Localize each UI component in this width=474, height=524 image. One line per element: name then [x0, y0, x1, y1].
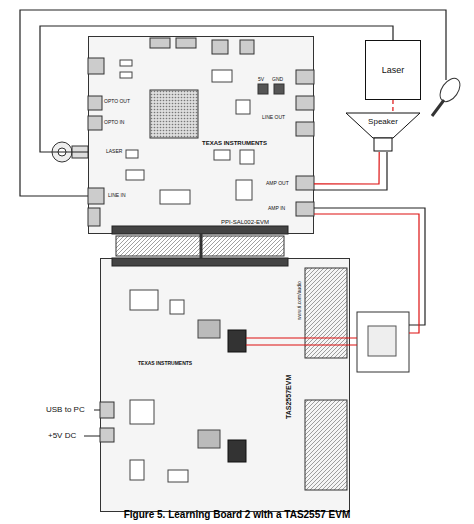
component — [160, 190, 190, 204]
wire-connector — [392, 100, 393, 112]
connector — [176, 38, 196, 48]
output-terminal — [228, 440, 246, 462]
component — [120, 72, 132, 78]
board-label: AMP IN — [268, 205, 285, 211]
component — [170, 300, 184, 314]
jack — [88, 58, 104, 74]
board-label: +5V DC — [48, 431, 76, 440]
speaker-shape: Speaker — [345, 112, 421, 152]
output-terminal — [228, 330, 246, 352]
component — [126, 150, 138, 158]
terminal — [274, 84, 284, 94]
header — [112, 226, 288, 234]
board-label: TEXAS INSTRUMENTS — [138, 360, 192, 366]
power-jack — [100, 428, 114, 442]
board-label: GND — [272, 76, 283, 82]
component — [130, 400, 154, 424]
amplifier-chip — [198, 430, 220, 448]
wire-connector — [314, 152, 379, 184]
connector — [150, 38, 170, 48]
speaker-pad — [305, 400, 347, 490]
board-label: OPTO IN — [104, 119, 124, 125]
amp-in-wire — [314, 214, 419, 333]
component — [240, 150, 254, 164]
amp-in-connector — [296, 202, 314, 216]
bnc-connector — [72, 146, 88, 158]
output-wire — [246, 344, 357, 345]
microphone-handle — [432, 100, 444, 116]
bnc-connector — [52, 142, 72, 162]
usb-connector — [100, 402, 114, 418]
connector — [296, 70, 314, 84]
node-text: Laser — [366, 41, 420, 99]
component — [212, 70, 232, 82]
laser-box: Laser — [365, 40, 421, 100]
connector — [296, 122, 314, 136]
line-in-jack — [88, 188, 104, 204]
speaker-wire — [314, 152, 387, 190]
board-label: TEXAS INSTRUMENTS — [202, 140, 267, 146]
small-board — [357, 312, 409, 372]
figure-caption: Figure 5. Learning Board 2 with a TAS255… — [0, 509, 474, 520]
speaker-cone — [346, 113, 420, 138]
component — [130, 460, 144, 480]
component — [120, 60, 132, 66]
node-text: Speaker — [345, 117, 421, 126]
usb-lead — [94, 410, 100, 411]
amplifier-chip — [198, 320, 220, 338]
connector — [296, 96, 314, 110]
wire-connector — [200, 234, 203, 258]
board-label: www.ti.com/audio — [296, 281, 302, 320]
opto-jack — [88, 116, 102, 130]
output-wire — [246, 337, 357, 338]
board-label: 5V — [258, 76, 264, 82]
board-label: LINE IN — [108, 192, 126, 198]
component — [214, 150, 230, 160]
connector — [88, 208, 100, 226]
board-label: LASER — [106, 148, 122, 154]
component — [130, 290, 158, 310]
component — [236, 100, 250, 114]
ribbon-cable — [116, 236, 284, 256]
header — [112, 258, 288, 266]
bnc-connector — [58, 148, 66, 156]
processor-chip — [150, 90, 198, 138]
terminal — [258, 84, 268, 94]
node-text: TAS2557EVM — [285, 375, 292, 419]
microphone-head — [436, 75, 464, 105]
board-label: USB to PC — [46, 405, 85, 414]
opto-jack — [88, 96, 102, 110]
connector — [212, 40, 228, 54]
board-label: LINE OUT — [262, 114, 285, 120]
component — [236, 180, 252, 200]
power-lead — [84, 436, 100, 437]
board-label: AMP OUT — [266, 180, 289, 186]
amp-out-connector — [296, 176, 314, 190]
component — [168, 470, 188, 482]
component — [126, 170, 144, 180]
connector — [240, 40, 254, 54]
node-text: PPI-SAL002-EVM — [221, 219, 269, 225]
speaker-magnet — [374, 138, 392, 151]
small-board-chip — [368, 326, 396, 356]
board-label: OPTO OUT — [104, 98, 130, 104]
